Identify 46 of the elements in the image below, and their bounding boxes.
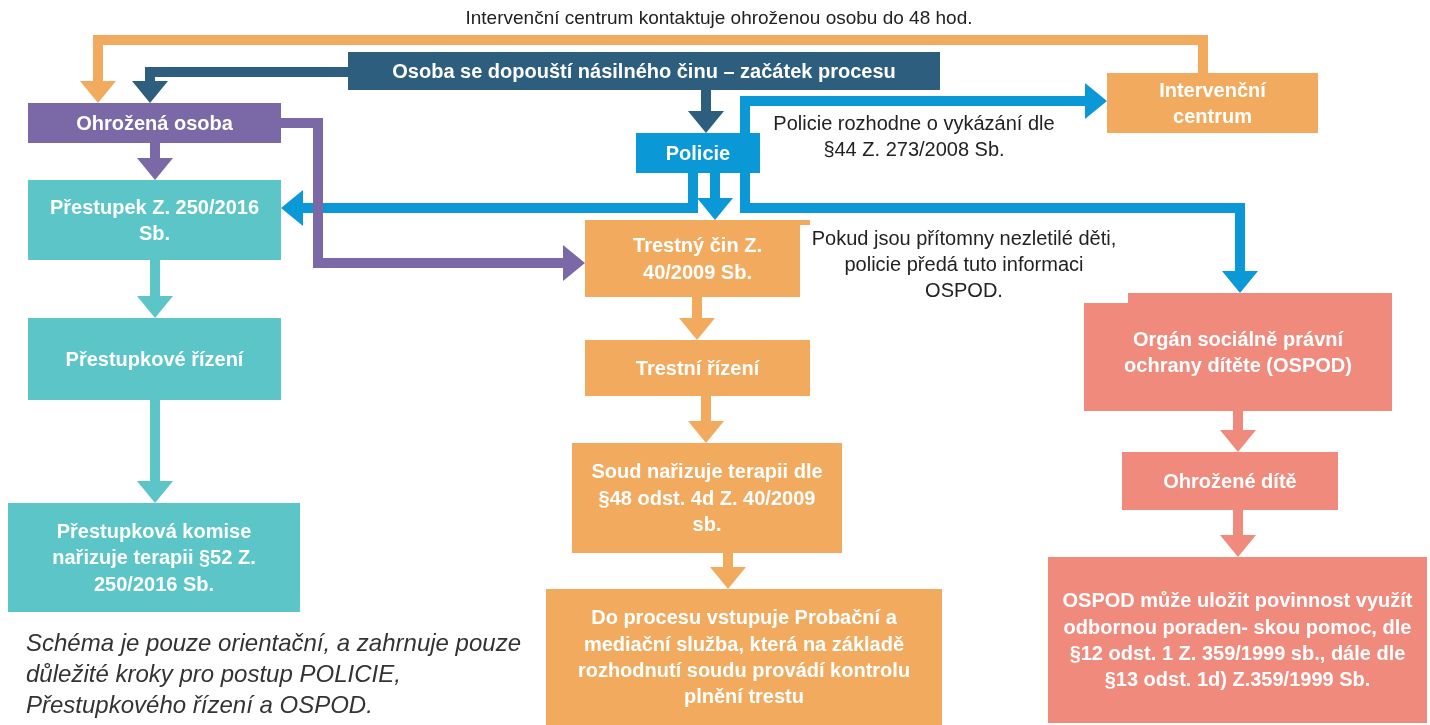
box-label: Policie — [665, 140, 731, 166]
box-label: Přestupek Z. 250/2016 Sb. — [49, 194, 260, 246]
process-box — [8, 503, 300, 612]
arrow — [137, 260, 173, 318]
arrow — [137, 143, 173, 180]
box-label: Ohrožená osoba — [76, 110, 233, 136]
box-label: Trestný čin Z. 40/2009 Sb. — [632, 233, 763, 285]
arrow — [281, 173, 698, 226]
edge-label: Pokud jsou přítomny nezletilé děti, policie předá tuto informaci OSPOD. — [800, 225, 1128, 303]
process-box — [28, 318, 281, 400]
process-box — [585, 220, 810, 297]
process-box — [1048, 557, 1427, 723]
arrow — [679, 297, 715, 340]
arrow — [740, 83, 1107, 133]
box-label: Orgán sociálně právní ochrany dítěte (OSPOD) — [1123, 326, 1353, 378]
box-label: Intervenční centrum — [1158, 77, 1268, 129]
arrow — [1220, 411, 1256, 452]
arrow — [697, 173, 733, 220]
arrow — [132, 67, 348, 103]
box-label: OSPOD může uložit povinnost využít odbornou poraden- skou pomoc, dle §12 odst. 1 Z. 359/1999 sb., dále dle §13 odst. 1d) Z.359/1999 Sb. — [1061, 588, 1414, 693]
arrow — [740, 173, 1258, 293]
arrow — [688, 90, 724, 133]
box-label: Ohrožené dítě — [1163, 468, 1297, 494]
arrow — [137, 400, 173, 503]
arrow — [281, 118, 585, 281]
process-box — [348, 52, 940, 90]
process-box — [572, 443, 842, 553]
box-label: Přestupkové řízení — [65, 346, 244, 372]
arrow — [80, 35, 1208, 103]
process-box — [1122, 452, 1338, 510]
box-label: Do procesu vstupuje Probační a mediační služba, která na základě rozhodnutí soudu provádí kontrolu plnění trestu — [576, 605, 912, 710]
process-box — [1107, 73, 1318, 133]
arrow — [710, 553, 746, 589]
process-box — [585, 340, 810, 396]
box-label: Trestní řízení — [635, 355, 760, 381]
arrow — [688, 396, 724, 443]
process-box — [636, 133, 760, 173]
box-label: Osoba se dopouští násilného činu – začátek procesu — [392, 58, 896, 84]
box-label: Soud nařizuje terapii dle §48 odst. 4d Z. 40/2009 sb. — [590, 459, 824, 538]
arrow — [1220, 510, 1256, 557]
box-label: Přestupková komise nařizuje terapii §52 Z. 250/2016 Sb. — [51, 518, 257, 597]
process-box — [1084, 293, 1392, 411]
process-box — [546, 589, 942, 725]
process-box — [28, 103, 281, 143]
note-text: Schéma je pouze orientační, a zahrnuje pouze důležité kroky pro postup POLICIE, Přestupkového řízení a OSPOD. — [26, 628, 522, 721]
process-box — [28, 180, 281, 260]
